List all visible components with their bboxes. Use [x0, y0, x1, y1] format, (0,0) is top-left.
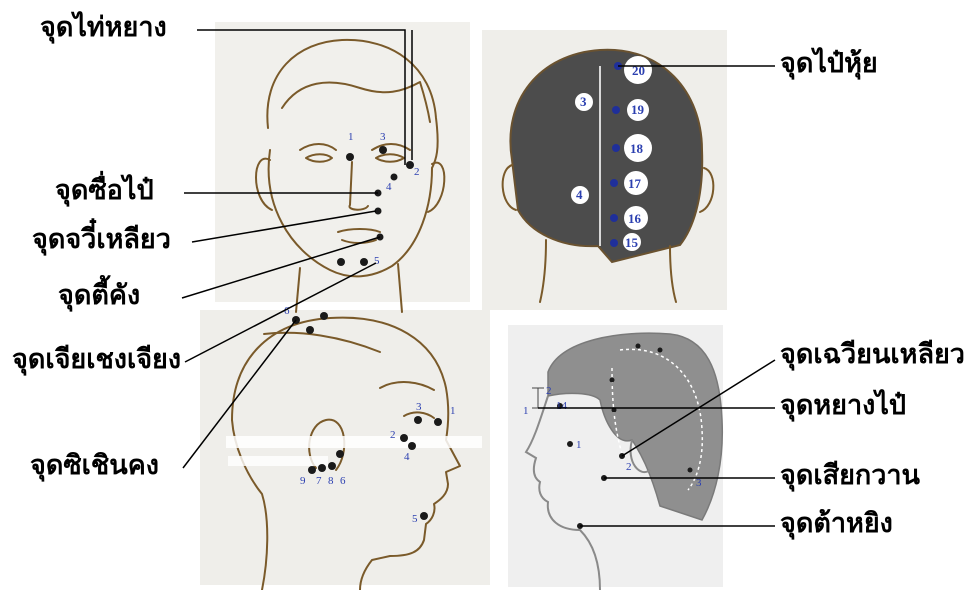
side-number: 8 [328, 475, 334, 487]
side-number: 2 [390, 429, 396, 441]
back-number: 15 [625, 235, 639, 250]
label-yang-bai: จุดหยางไป๋ [780, 392, 906, 419]
back-number: 19 [631, 102, 645, 117]
back-number: 17 [628, 176, 642, 191]
label-tai-yang: จุดไท่หยาง [40, 14, 167, 41]
side-number: 1 [450, 405, 456, 417]
front-number: 2 [414, 166, 420, 178]
side-number: 6 [340, 475, 346, 487]
front-number: 5 [374, 255, 380, 267]
side-number: 9 [300, 475, 306, 487]
back-number: 4 [576, 187, 583, 202]
front-number: 3 [380, 131, 386, 143]
label-jia-cheng-jiang: จุดเจียเชงเจียง [12, 346, 181, 373]
side-number: 5 [412, 513, 418, 525]
side-number: 7 [316, 475, 322, 487]
scalp-number: 2 [626, 461, 632, 473]
scalp-number: 3 [696, 477, 702, 489]
label-bai-hui: จุดไป๋หุ้ย [780, 50, 878, 77]
scalp-number: 2 [546, 385, 552, 397]
side-number: 3 [416, 401, 422, 413]
back-number: 18 [630, 141, 644, 156]
scalp-number: 14 [556, 400, 568, 412]
back-number: 3 [580, 94, 587, 109]
label-xia-guan: จุดเสียกวาน [780, 462, 920, 489]
label-da-ying: จุดต้าหยิง [780, 510, 893, 537]
label-si-bai: จุดซื่อไป๋ [55, 177, 154, 204]
label-di-cang: จุดตี้คัง [58, 282, 140, 309]
label-si-shen-cong: จุดซิเชินคง [30, 452, 159, 479]
back-number: 16 [628, 211, 642, 226]
front-number: 1 [348, 131, 354, 143]
side-number: 4 [404, 451, 410, 463]
front-number: 4 [386, 181, 392, 193]
scalp-number: 1 [576, 439, 582, 451]
label-quan-liao: จุดเฉวียนเหลียว [780, 341, 965, 368]
scalp-number: 1 [523, 405, 529, 417]
label-ju-liao: จุดจวี๋เหลียว [32, 226, 171, 253]
